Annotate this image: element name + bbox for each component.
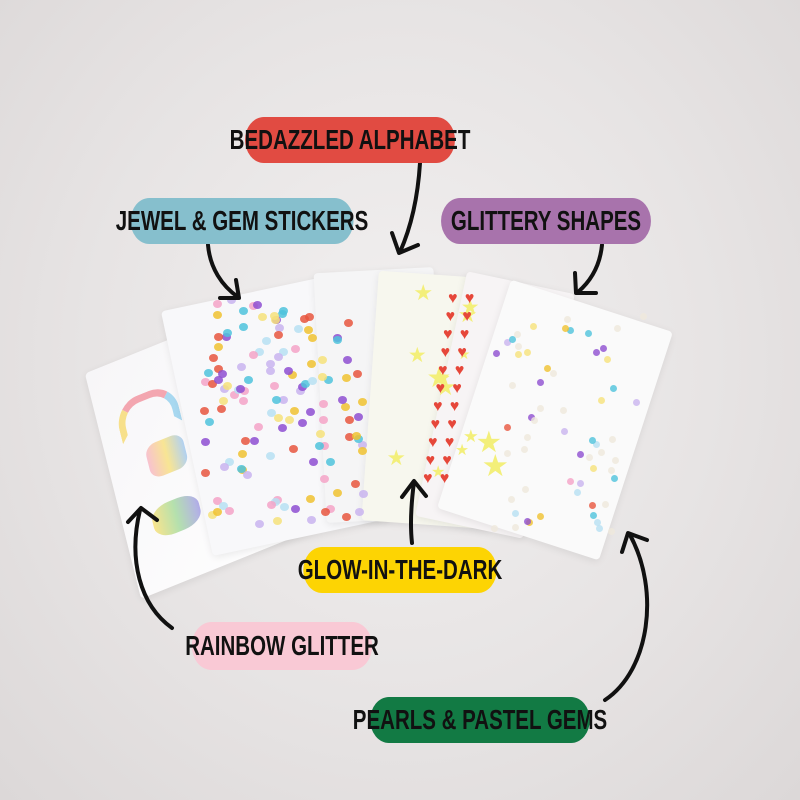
arrow-jewel <box>206 243 240 299</box>
label-text: RAINBOW GLITTER <box>185 629 379 662</box>
arrow-rainbow <box>133 508 174 630</box>
label-text: PEARLS & PASTEL GEMS <box>352 703 608 736</box>
label-text: BEDAZZLED ALPHABET <box>229 123 471 156</box>
arrow-glow <box>408 480 416 545</box>
label-jewel-gem-stickers: JEWEL & GEM STICKERS <box>116 198 368 244</box>
label-text: GLOW-IN-THE-DARK <box>297 553 503 586</box>
label-rainbow-glitter: RAINBOW GLITTER <box>185 622 379 670</box>
label-bedazzled-alphabet: BEDAZZLED ALPHABET <box>230 117 470 163</box>
label-text: JEWEL & GEM STICKERS <box>115 204 369 237</box>
arrow-bedazzled <box>398 161 422 254</box>
label-text: GLITTERY SHAPES <box>450 204 642 237</box>
label-glittery-shapes: GLITTERY SHAPES <box>441 198 651 244</box>
label-glow-in-the-dark: GLOW-IN-THE-DARK <box>298 547 502 593</box>
arrow-glittery <box>576 243 604 294</box>
label-pearls-pastel-gems: PEARLS & PASTEL GEMS <box>353 697 607 743</box>
arrow-pearls <box>603 533 650 702</box>
